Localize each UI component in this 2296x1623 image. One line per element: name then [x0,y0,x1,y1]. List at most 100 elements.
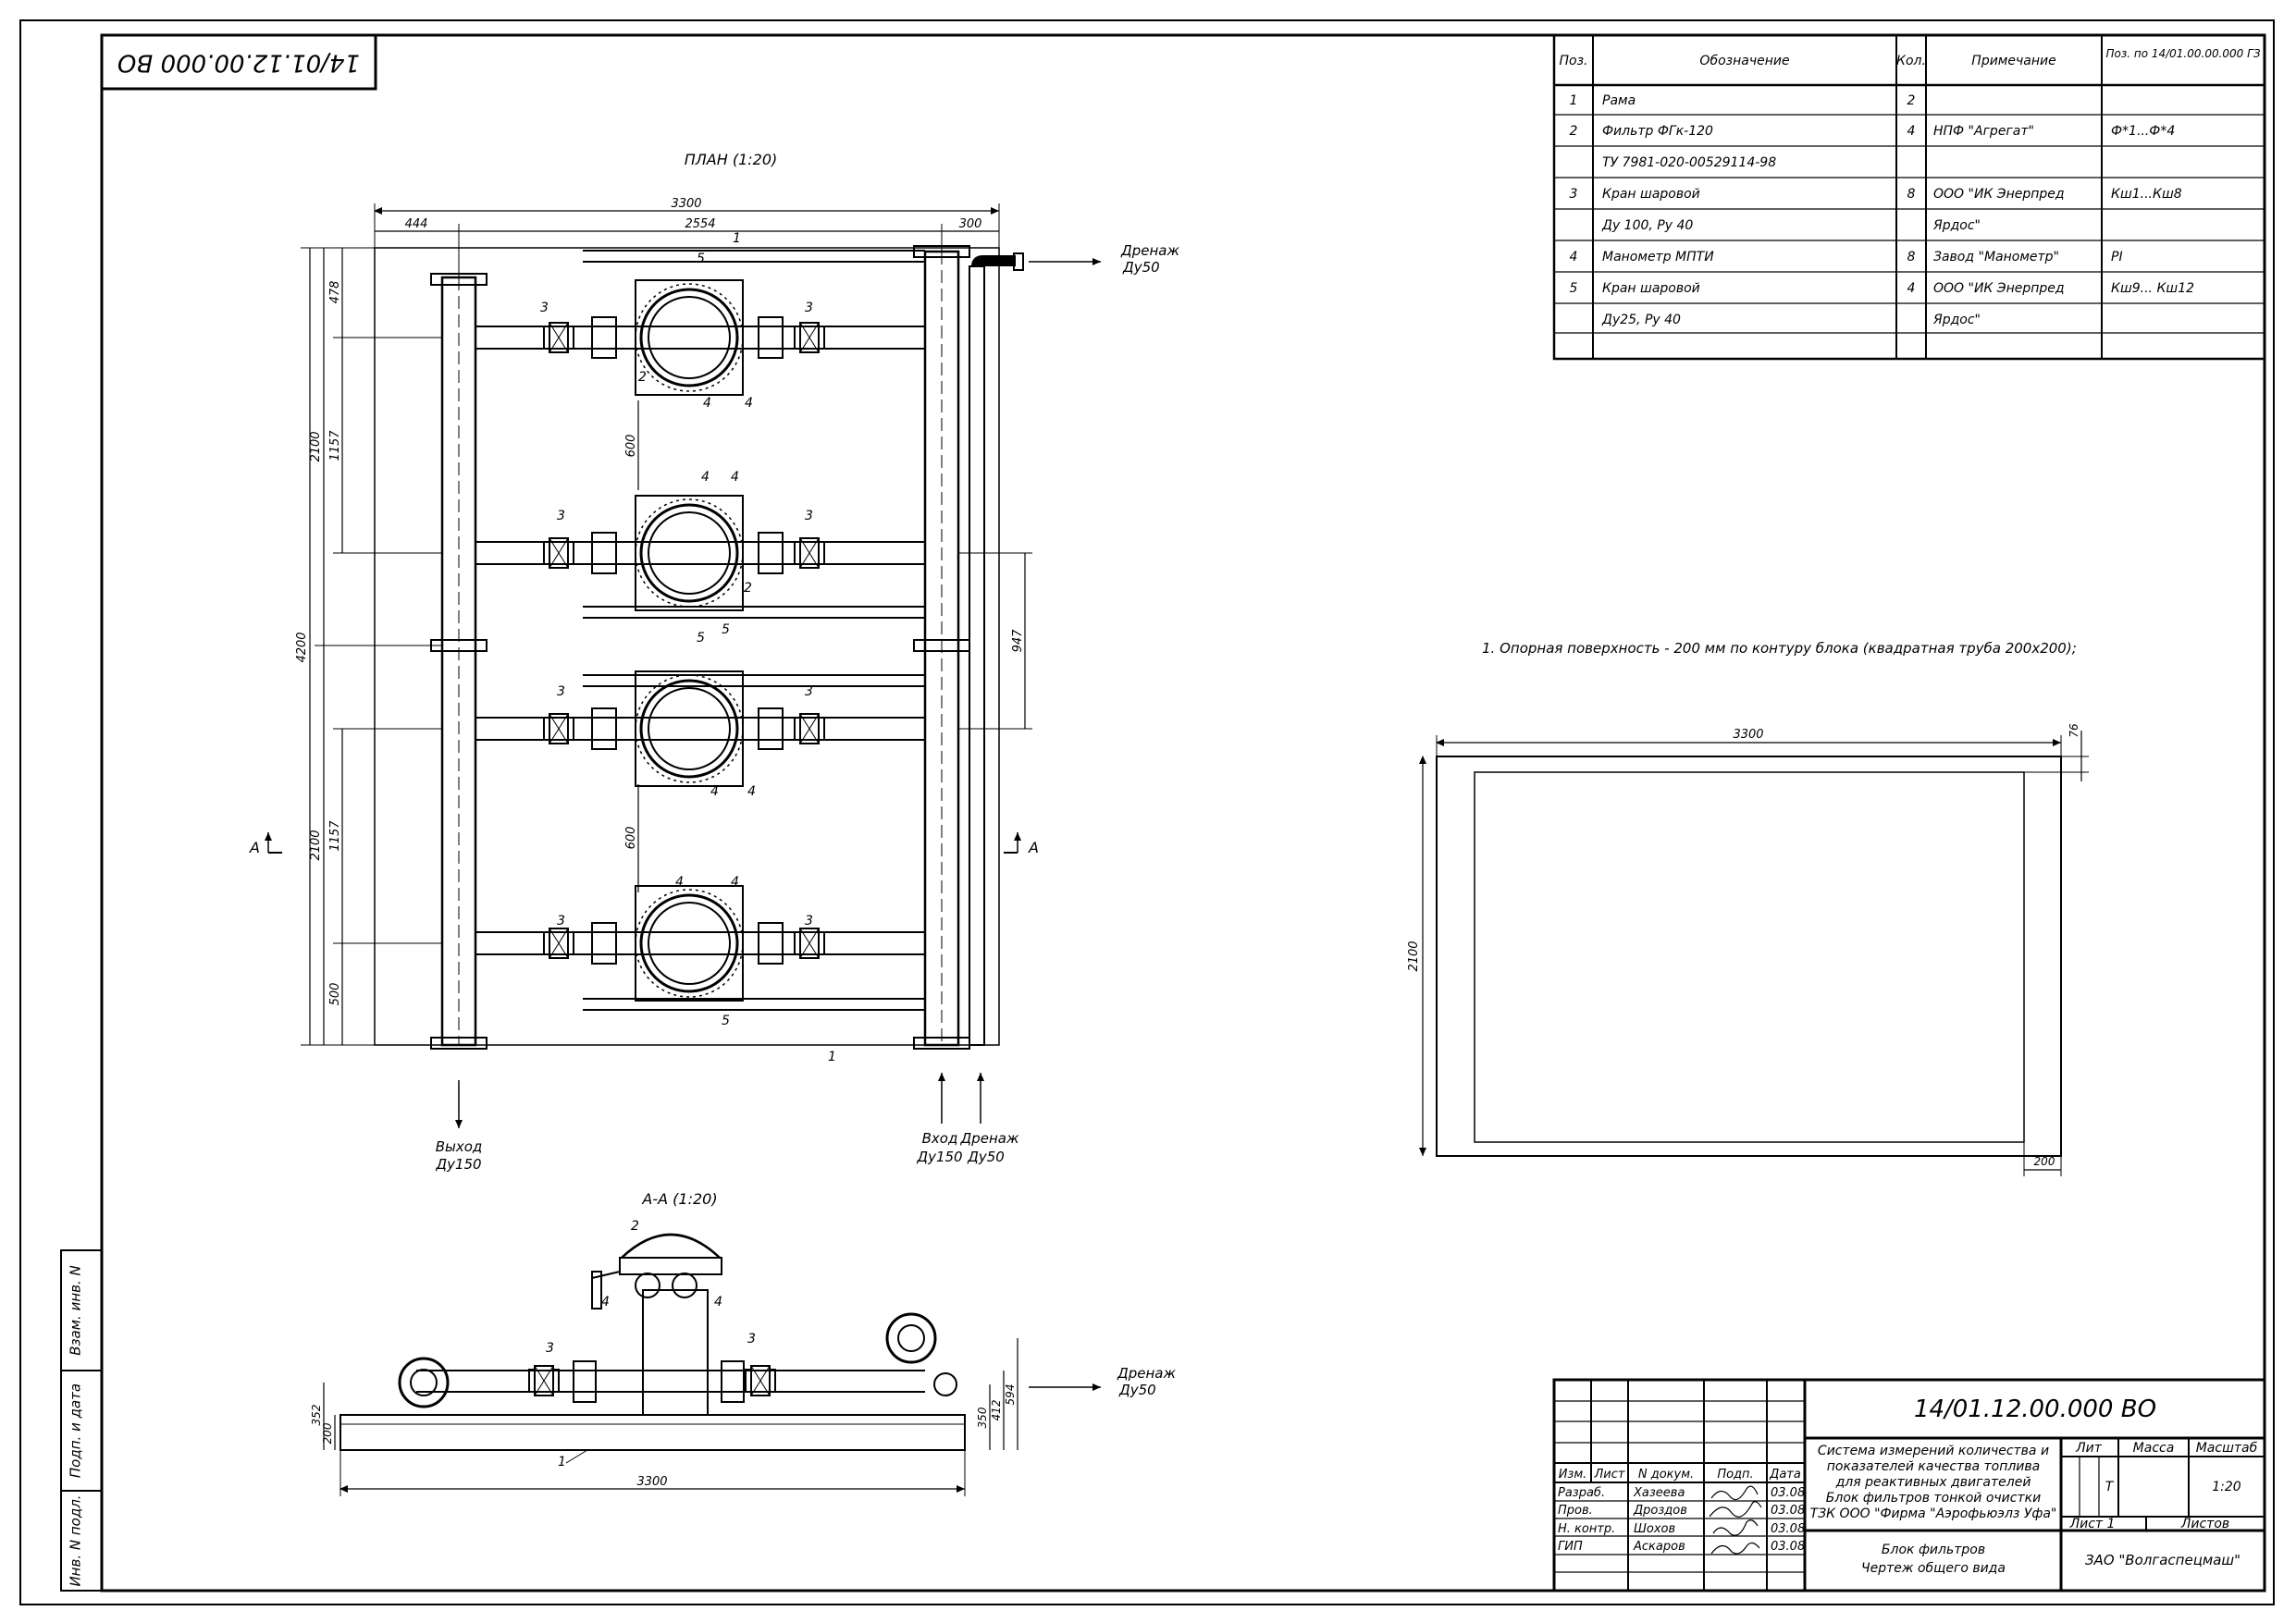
svg-text:Аскаров: Аскаров [1633,1540,1685,1554]
role-norm-control: Н. контр. [1558,1522,1615,1536]
signatures [1709,1485,1762,1555]
support-frame-view: 3300 2100 76 200 [1407,723,2089,1176]
spec-header-designation: Обозначение [1699,54,1789,68]
svg-text:3: 3 [540,301,549,315]
svg-text:Кран шаровой: Кран шаровой [1602,281,1700,296]
svg-text:Блок фильтров тонкой очистки: Блок фильтров тонкой очистки [1826,1491,2041,1506]
title-block: 14/01.12.00.000 ВО Система измерений кол… [1552,1378,2266,1592]
col-doc: N докум. [1638,1468,1694,1482]
outlet-label: Выход [436,1138,483,1155]
svg-text:5: 5 [697,631,705,646]
spec-row-5: Ду 100, Ру 40 Ярдос" [1601,218,1981,233]
svg-text:Кш1...Кш8: Кш1...Кш8 [2111,187,2182,202]
side-stamp-inventory: Инв. N подл. [68,1494,84,1586]
col-izm: Изм. [1559,1468,1587,1482]
title-description: Система измерений количества и показател… [1810,1444,2057,1521]
dim-2100-upper: 2100 [309,431,323,461]
section-title: А-А (1:20) [641,1190,717,1208]
svg-text:4: 4 [710,784,719,799]
col-date: Дата [1769,1468,1801,1482]
spec-header-ref: Поз. по 14/01.00.00.000 ГЗ [2105,47,2260,60]
svg-text:Фильтр ФГк-120: Фильтр ФГк-120 [1602,124,1713,139]
plan-top-dims: 3300 444 2554 300 [374,197,1000,277]
stamp-code-box: 14/01.12.00.000 ВО [100,33,377,91]
svg-text:4: 4 [714,1295,722,1309]
filter-branch-3 [475,670,925,788]
drain-section-size: Ду50 [1118,1382,1156,1398]
scale-label: Масштаб [2196,1441,2258,1456]
role-checker: Пров. [1558,1504,1593,1518]
outlet-size: Ду150 [435,1156,481,1173]
dim-4200: 4200 [295,632,309,662]
role-chief: ГИП [1558,1540,1583,1554]
spec-table: Поз. Обозначение Кол. Примечание Поз. по… [1552,33,2266,361]
section-marker-left: А [249,839,260,856]
sheet-frame [19,19,2275,1605]
svg-text:Ярдос": Ярдос" [1932,218,1981,233]
svg-text:Чертеж общего вида: Чертеж общего вида [1861,1561,2006,1576]
svg-text:3: 3 [557,509,565,523]
col-list: Лист [1594,1468,1625,1482]
dim-2554: 2554 [685,217,715,231]
dim-500: 500 [328,983,342,1006]
dim-600-upper: 600 [624,435,638,458]
svg-text:03.08: 03.08 [1771,1504,1805,1518]
spec-row-8: Ду25, Ру 40 Ярдос" [1601,313,1981,327]
svg-text:Манометр МПТИ: Манометр МПТИ [1602,250,1714,264]
sheets-label: Листов [2180,1517,2229,1531]
plan-title: ПЛАН (1:20) [685,151,778,168]
spec-row-6: 4 Манометр МПТИ 8 Завод "Манометр" PI [1570,250,2123,264]
drain-pipe [969,252,1101,1046]
svg-text:4: 4 [731,470,739,485]
support-note: 1. Опорная поверхность - 200 мм по конту… [1482,640,2077,657]
dim-3300-plan: 3300 [671,197,701,211]
title-code: 14/01.12.00.000 ВО [1914,1396,2156,1423]
svg-text:5: 5 [722,1014,730,1028]
side-stamp-sign-date: Подп. и дата [68,1383,84,1478]
svg-text:03.08: 03.08 [1771,1486,1805,1500]
side-stamp-replace: Взам. инв. N [68,1265,84,1355]
spec-header-note: Примечание [1971,54,2055,68]
plan-left-dims: 4200 2100 2100 478 1157 1157 500 600 600… [295,247,1032,1046]
svg-text:3: 3 [805,684,813,699]
dim-300: 300 [959,217,982,231]
svg-text:Блок фильтров: Блок фильтров [1882,1543,1985,1557]
spec-row-4: 3 Кран шаровой 8 ООО "ИК Энерпред Кш1...… [1570,187,2182,202]
dim-947: 947 [1011,629,1025,653]
svg-text:2: 2 [744,581,752,596]
svg-text:Кш9... Кш12: Кш9... Кш12 [2111,281,2194,296]
drain-top-label: Дренаж [1120,242,1179,259]
svg-text:3: 3 [805,301,813,315]
lit-value: Т [2105,1480,2115,1494]
svg-text:2: 2 [1570,124,1578,139]
plan-view: ПЛАН (1:20) [249,151,1179,1173]
spec-header-qty: Кол. [1896,54,1926,68]
svg-text:2: 2 [1907,93,1916,108]
svg-text:ООО "ИК Энерпред: ООО "ИК Энерпред [1933,281,2065,296]
plan-callouts: 1 1 3 3 5 2 4 4 4 4 2 5 5 4 4 4 4 3 3 3 … [540,231,836,1064]
svg-text:03.08: 03.08 [1771,1540,1805,1554]
lit-label: Лит [2075,1441,2103,1456]
svg-text:4: 4 [1907,124,1916,139]
svg-text:3: 3 [805,914,813,928]
inlet-label: Вход [922,1130,958,1147]
svg-text:ТУ 7981-020-00529114-98: ТУ 7981-020-00529114-98 [1602,155,1776,170]
sec-dim-3300: 3300 [636,1475,667,1489]
svg-text:Ду 100, Ру 40: Ду 100, Ру 40 [1601,218,1693,233]
drain-top-size: Ду50 [1122,259,1160,276]
frame-dim-200: 200 [2034,1155,2055,1168]
company-name: ЗАО "Волгаспецмаш" [2085,1552,2240,1568]
section-markers: А А [249,832,1039,856]
drain-bottom-label: Дренаж [960,1130,1019,1147]
svg-text:для реактивных двигателей: для реактивных двигателей [1835,1475,2031,1490]
svg-text:Ду25, Ру 40: Ду25, Ру 40 [1601,313,1681,327]
svg-text:3: 3 [546,1341,554,1356]
dim-444: 444 [405,217,428,231]
svg-text:8: 8 [1907,187,1916,202]
flow-labels: Выход Ду150 Вход Ду150 Дренаж Ду50 Дрена… [435,242,1179,1173]
svg-text:Кран шаровой: Кран шаровой [1602,187,1700,202]
svg-text:4: 4 [703,396,711,411]
drain-section-label: Дренаж [1117,1365,1176,1382]
svg-text:4: 4 [675,875,684,890]
